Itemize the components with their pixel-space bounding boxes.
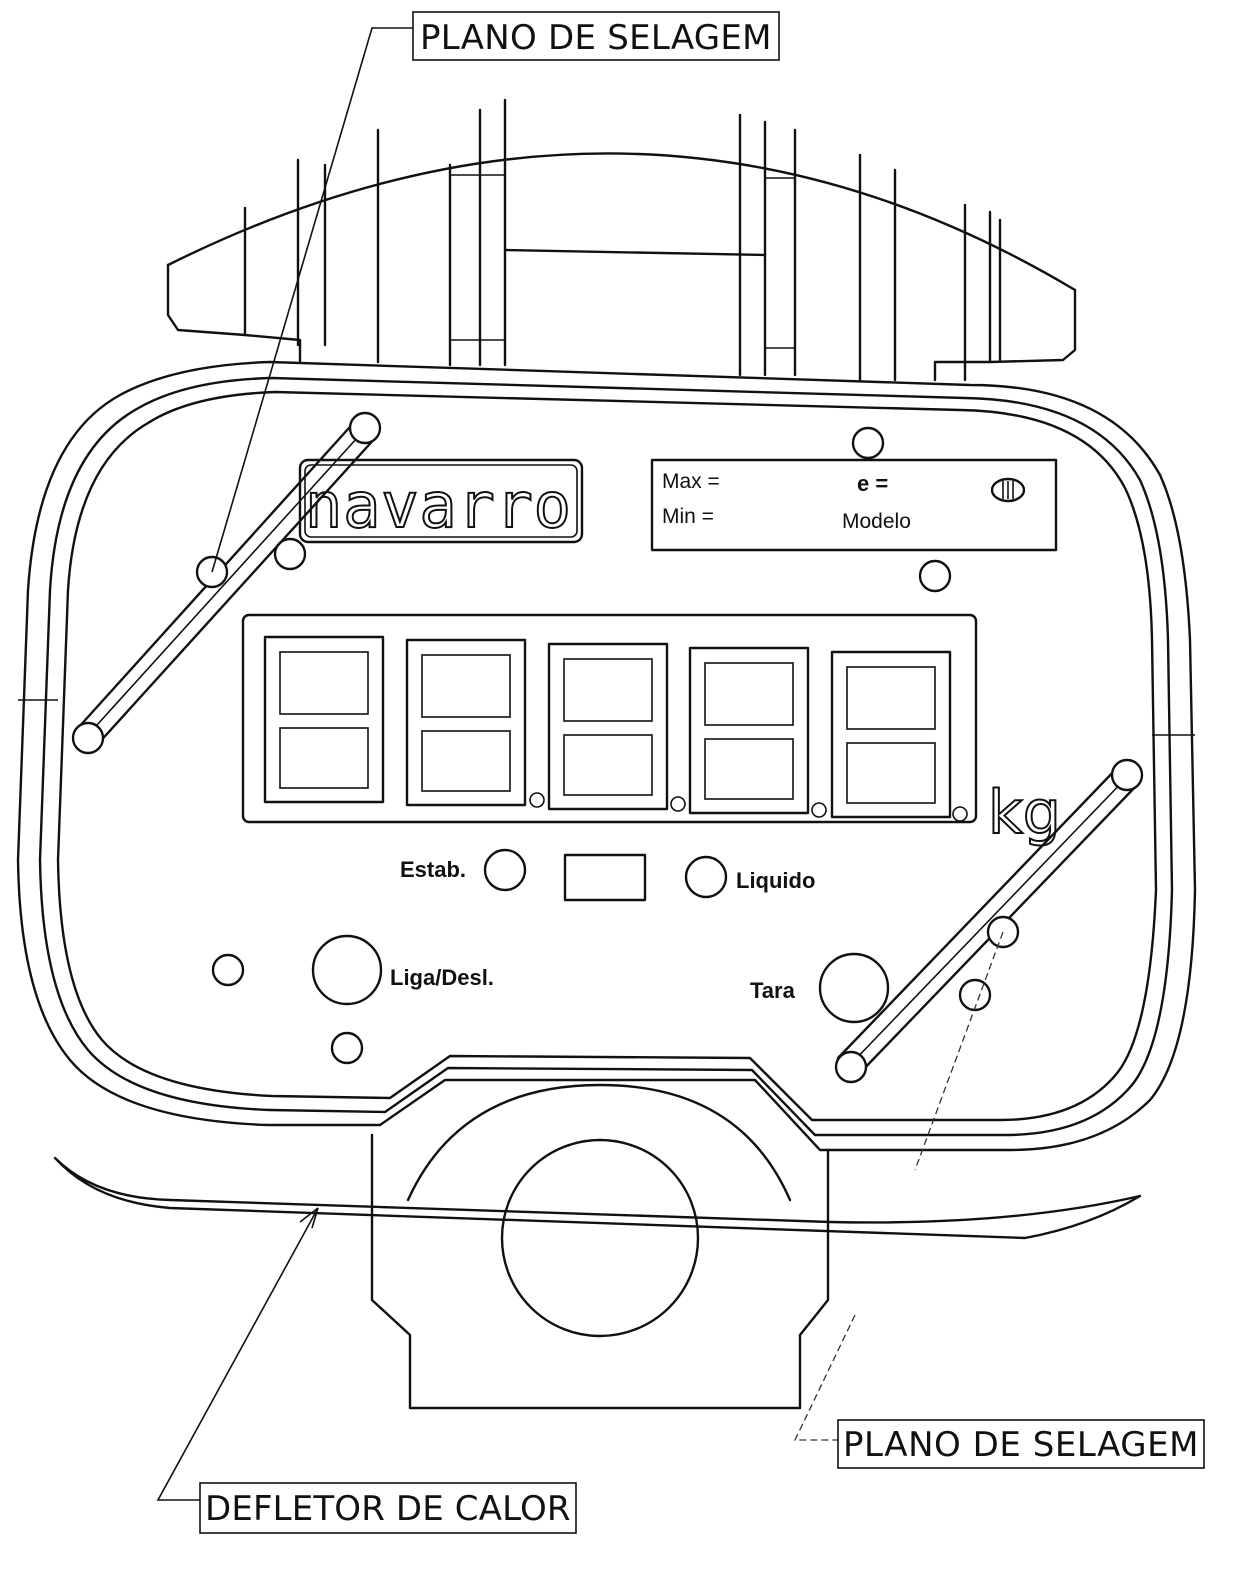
estab-led bbox=[483, 848, 527, 892]
spec-plate: Max = Min = e = Modelo bbox=[650, 458, 1058, 552]
digit-1 bbox=[263, 635, 385, 804]
liquido-led bbox=[684, 855, 728, 899]
callout-top-text: PLANO DE SELAGEM bbox=[420, 18, 772, 58]
right-seal-slot bbox=[834, 758, 1144, 1084]
digit-3 bbox=[547, 642, 686, 812]
display-window bbox=[241, 613, 978, 824]
left-seal-slot bbox=[71, 411, 382, 755]
bottom-support bbox=[370, 1083, 830, 1410]
callout-bottom-right-text: PLANO DE SELAGEM bbox=[843, 1425, 1199, 1465]
liga-desl-label: Liga/Desl. bbox=[390, 965, 494, 990]
status-indicators: Estab. Liquido bbox=[400, 848, 815, 902]
modelo-label: Modelo bbox=[842, 510, 911, 533]
heat-deflector bbox=[53, 1156, 1142, 1240]
brand-plate: navarro bbox=[298, 458, 584, 544]
callout-top: PLANO DE SELAGEM bbox=[412, 11, 780, 61]
leader-lines bbox=[156, 27, 1004, 1501]
e-label: e = bbox=[857, 471, 888, 496]
housing bbox=[16, 360, 1197, 1152]
liga-desl-button[interactable] bbox=[311, 934, 383, 1006]
brand-logo: navarro bbox=[305, 469, 573, 542]
unit-kg-label: kg bbox=[988, 778, 1061, 848]
digit-4 bbox=[688, 646, 827, 818]
liquido-label: Liquido bbox=[736, 868, 815, 893]
max-label: Max = bbox=[662, 470, 720, 493]
digit-2 bbox=[405, 638, 545, 808]
tara-button[interactable] bbox=[818, 952, 890, 1024]
callout-bottom-left: DEFLETOR DE CALOR bbox=[199, 1482, 577, 1534]
callout-bottom-right: PLANO DE SELAGEM bbox=[837, 1419, 1205, 1469]
min-label: Min = bbox=[662, 505, 714, 528]
estab-label: Estab. bbox=[400, 857, 466, 882]
accuracy-class-iii-icon bbox=[990, 477, 1026, 503]
top-bracket bbox=[166, 98, 1077, 382]
center-window bbox=[563, 853, 647, 902]
tara-label: Tara bbox=[750, 978, 796, 1003]
digit-5 bbox=[830, 650, 968, 822]
screw-holes bbox=[211, 426, 992, 1065]
callout-bottom-left-text: DEFLETOR DE CALOR bbox=[205, 1489, 571, 1529]
